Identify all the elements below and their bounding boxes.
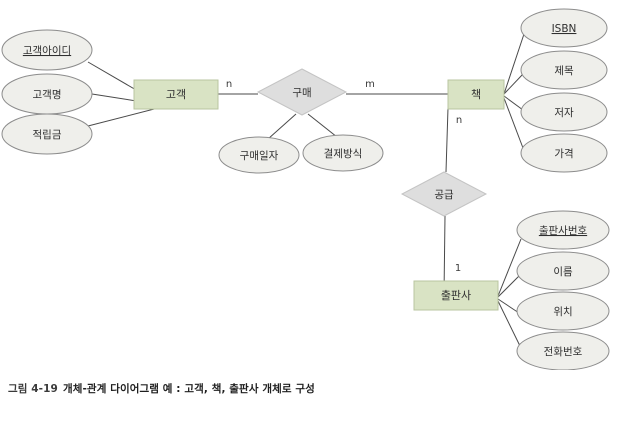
relationship-diamond — [400, 171, 488, 217]
attribute-label: 고객명 — [33, 89, 62, 101]
attribute-label: 저자 — [554, 107, 574, 119]
attribute-label: 이름 — [553, 266, 573, 278]
entity-label: 고객 — [166, 88, 186, 101]
attribute-publisher-phone[interactable]: 전화번호 — [516, 331, 610, 370]
attribute-ellipse — [302, 134, 384, 172]
attribute-label: 제목 — [554, 65, 574, 77]
cardinality-customer-purchase: n — [226, 79, 232, 90]
attribute-label: 출판사번호 — [539, 225, 588, 237]
edge-book-price — [503, 97, 524, 149]
attribute-customer-id[interactable]: 고객아이디 — [1, 29, 93, 71]
edge-purchase-date — [267, 113, 297, 140]
attribute-label: 구매일자 — [240, 149, 279, 162]
attribute-book-isbn[interactable]: ISBN — [520, 8, 608, 48]
er-diagram-svg: 고객아이디 고객명 적립금 고객 구매 구매일자 결제방식 — [1, 8, 610, 370]
attribute-label: 가격 — [554, 147, 573, 160]
entity-book[interactable]: 책 — [447, 79, 505, 110]
relationship-diamond — [256, 68, 348, 116]
attribute-publisher-number[interactable]: 출판사번호 — [516, 210, 610, 250]
attribute-label: 적립금 — [33, 128, 62, 141]
relationship-purchase[interactable]: 구매 — [256, 68, 348, 116]
entity-box — [133, 79, 219, 110]
entity-box — [447, 79, 505, 110]
attribute-label: ISBN — [552, 23, 577, 35]
attribute-ellipse — [520, 92, 608, 132]
relationship-label: 공급 — [434, 189, 454, 201]
attribute-publisher-location[interactable]: 위치 — [516, 291, 610, 331]
cardinality-purchase-book: m — [365, 79, 375, 90]
attribute-customer-points[interactable]: 적립금 — [1, 113, 93, 155]
edge-publisher-loc — [497, 298, 520, 314]
figure-caption: 그림 4-19 개체-관계 다이어그램 예 : 고객, 책, 출판사 개체로 구성 — [8, 381, 315, 396]
attribute-ellipse — [1, 29, 93, 71]
relationship-supply[interactable]: 공급 — [400, 171, 488, 217]
edge-customer-points — [87, 106, 163, 127]
cardinality-book-supply: n — [456, 115, 462, 126]
edge-purchase-payment — [307, 113, 338, 138]
entity-publisher[interactable]: 출판사 — [413, 280, 499, 311]
attribute-ellipse — [520, 133, 608, 173]
attribute-ellipse — [520, 50, 608, 90]
attribute-label: 결제방식 — [324, 148, 363, 160]
attribute-ellipse — [516, 291, 610, 331]
figure-caption-text: 개체-관계 다이어그램 예 : 고객, 책, 출판사 개체로 구성 — [62, 383, 315, 395]
edge-book-author — [503, 95, 524, 111]
er-diagram-canvas: 고객아이디 고객명 적립금 고객 구매 구매일자 결제방식 — [1, 8, 610, 370]
attribute-publisher-name[interactable]: 이름 — [516, 251, 610, 291]
attribute-ellipse — [520, 8, 608, 48]
attribute-purchase-payment[interactable]: 결제방식 — [302, 134, 384, 172]
attribute-customer-name[interactable]: 고객명 — [1, 73, 93, 115]
edge-book-supply — [445, 107, 449, 173]
figure-number: 그림 4-19 — [8, 383, 58, 395]
entity-label: 책 — [471, 88, 481, 101]
entity-box — [413, 280, 499, 311]
edge-publisher-no — [497, 238, 522, 297]
edge-publisher-name — [497, 275, 520, 298]
attribute-label: 위치 — [553, 305, 572, 318]
edge-book-title — [503, 73, 524, 95]
edge-publisher-phone — [497, 300, 521, 347]
attribute-ellipse — [516, 331, 610, 370]
attribute-purchase-date[interactable]: 구매일자 — [218, 136, 300, 174]
attribute-ellipse — [516, 210, 610, 250]
attribute-ellipse — [218, 136, 300, 174]
attribute-ellipse — [1, 113, 93, 155]
attribute-ellipse — [516, 251, 610, 291]
edge-book-isbn — [503, 33, 525, 95]
attribute-book-price[interactable]: 가격 — [520, 133, 608, 173]
cardinality-supply-publisher: 1 — [455, 263, 461, 274]
attribute-label: 전화번호 — [544, 346, 583, 358]
attribute-book-author[interactable]: 저자 — [520, 92, 608, 132]
attribute-book-title[interactable]: 제목 — [520, 50, 608, 90]
relationship-label: 구매 — [292, 87, 311, 99]
entity-customer[interactable]: 고객 — [133, 79, 219, 110]
entity-label: 출판사 — [441, 289, 471, 302]
attribute-label: 고객아이디 — [23, 45, 71, 57]
